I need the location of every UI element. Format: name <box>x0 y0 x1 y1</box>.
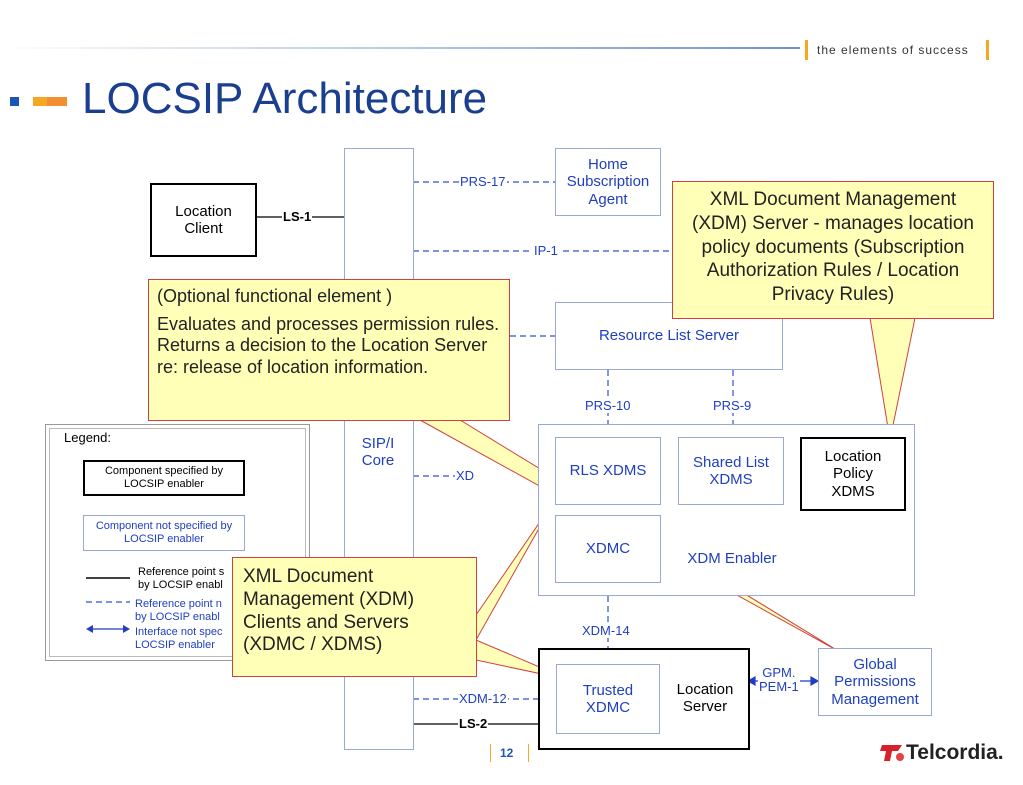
legend-ref-not-specified: Reference point n by LOCSIP enabl <box>135 598 222 624</box>
xdm12-label: XDM-12 <box>458 691 508 706</box>
prs17-label: PRS-17 <box>459 174 507 189</box>
title-accent-bar-a <box>33 97 47 106</box>
optional-element-heading: (Optional functional element ) <box>157 286 393 306</box>
xdm-clients-callout: XML Document Management (XDM) Clients an… <box>232 557 477 677</box>
header-rule <box>0 47 800 49</box>
legend-line-samples <box>86 577 130 633</box>
rls-xdms-box: RLS XDMS <box>555 437 661 505</box>
legend-ref-specified: Reference point s by LOCSIP enabl <box>138 566 225 592</box>
legend-specified-box: Component specified by LOCSIP enabler <box>83 460 245 496</box>
xdm-server-callout-pointer <box>869 317 916 441</box>
legend-panel <box>45 424 310 661</box>
telcordia-logo-text: Telcordia. <box>906 741 1004 764</box>
tagline-bar-right <box>986 40 989 60</box>
page-number-bar-right <box>528 744 529 762</box>
telcordia-logo-icon <box>880 745 904 761</box>
location-policy-xdms-box: Location Policy XDMS <box>800 437 906 511</box>
optional-element-callout: (Optional functional element ) Evaluates… <box>148 279 510 421</box>
page-number: 12 <box>500 746 514 760</box>
xdm-enabler-label: XDM Enabler <box>687 550 777 568</box>
sip-core-label: SIP/I Core <box>361 434 395 469</box>
location-server-label: Location Server <box>676 680 734 715</box>
prs9-label: PRS-9 <box>712 398 753 413</box>
title-accent-bar-b <box>47 97 67 106</box>
prs10-label: PRS-10 <box>584 398 632 413</box>
xdm-partial-label: XD <box>455 468 476 483</box>
title-accent-square <box>10 97 19 106</box>
gpm-pem1-label: GPM. PEM-1 <box>758 665 800 695</box>
ls1-label: LS-1 <box>282 209 313 224</box>
location-client-box: Location Client <box>150 183 257 257</box>
legend-interface-not-specified: Interface not spec LOCSIP enabler <box>135 626 223 652</box>
trusted-xdmc-box: Trusted XDMC <box>556 664 660 734</box>
home-subscription-agent-box: Home Subscription Agent <box>555 148 661 216</box>
tagline-bar-left <box>805 40 808 60</box>
legend-title: Legend: <box>64 430 111 445</box>
legend-panel-inner <box>49 428 306 657</box>
legend-not-specified-box: Component not specified by LOCSIP enable… <box>83 515 245 551</box>
ip1-label: IP-1 <box>533 243 559 258</box>
global-permissions-management-box: Global Permissions Management <box>818 648 932 716</box>
shared-list-xdms-box: Shared List XDMS <box>678 437 784 505</box>
xdmc-box: XDMC <box>555 515 661 583</box>
ls2-label: LS-2 <box>458 716 489 731</box>
page-number-bar-left <box>490 744 491 762</box>
xdm14-label: XDM-14 <box>581 623 631 638</box>
xdm-server-callout: XML Document Management (XDM) Server - m… <box>672 181 994 319</box>
optional-element-description: Evaluates and processes permission rules… <box>157 313 500 377</box>
tagline: the elements of success <box>817 43 969 57</box>
page-title: LOCSIP Architecture <box>82 74 488 123</box>
